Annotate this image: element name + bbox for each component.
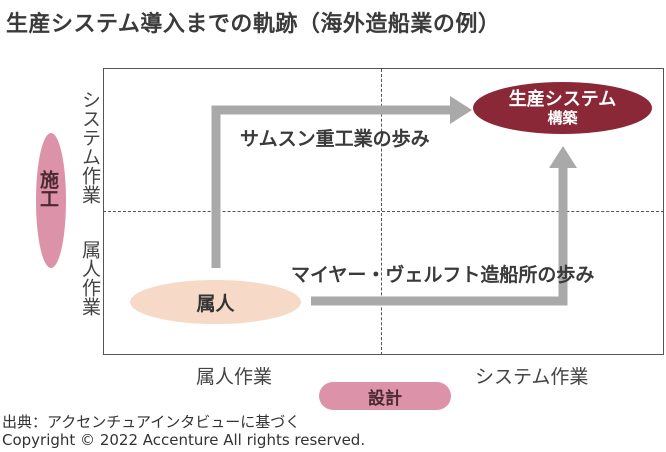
meyer-arrowhead	[549, 146, 577, 168]
goal-node: 生産システム 構築	[473, 82, 652, 134]
y-axis-pill-label: 施工	[37, 170, 59, 208]
page-title: 生産システム導入までの軌跡（海外造船業の例）	[6, 12, 501, 37]
vertical-divider	[381, 69, 382, 355]
start-node: 属人	[130, 280, 301, 324]
y-axis-bottom-label: 属人作業	[79, 240, 101, 316]
source-note: 出典：アクセンチュアインタビューに基づく	[2, 413, 301, 431]
start-label: 属人	[196, 292, 235, 315]
samsung-path-arrow	[211, 105, 453, 268]
meyer-path-arrow	[311, 165, 568, 306]
y-axis-top-label: システム作業	[79, 90, 101, 204]
horizontal-divider	[103, 211, 664, 212]
y-axis-pill	[36, 133, 66, 268]
meyer-path-label: マイヤー・ヴェルフト造船所の歩み	[291, 264, 595, 286]
copyright-note: Copyright © 2022 Accenture All rights re…	[2, 431, 366, 449]
goal-label-line1: 生産システム	[508, 88, 617, 110]
x-axis-pill: 設計	[319, 382, 451, 410]
samsung-arrowhead	[450, 96, 472, 124]
x-axis-pill-label: 設計	[368, 388, 402, 409]
goal-label-line2: 構築	[547, 108, 578, 127]
x-axis-right-label: システム作業	[475, 366, 589, 388]
x-axis-left-label: 属人作業	[196, 366, 273, 388]
samsung-path-label: サムスン重工業の歩み	[240, 128, 430, 150]
